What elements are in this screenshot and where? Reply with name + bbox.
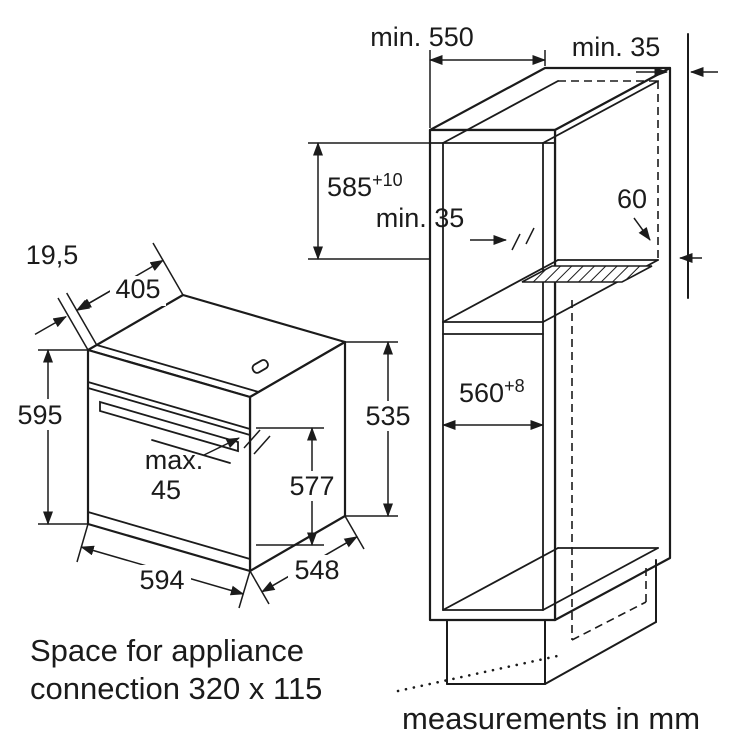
dim-label-top-depth: 405 (115, 274, 160, 304)
dim-vent-gap: min. 35 (376, 203, 535, 251)
extension-line (66, 292, 98, 346)
label-underlay (12, 399, 68, 430)
dim-niche-height: 585+10 (308, 142, 430, 260)
dim-arrow (633, 217, 651, 241)
dim-label-vent-depth: 60 (617, 184, 647, 214)
dim-label-depth: 548 (294, 555, 339, 585)
dim-label-min-depth: min. 550 (370, 22, 474, 52)
leader-dotted-line (396, 653, 564, 693)
label-underlay (288, 555, 346, 585)
dim-oven-depth: 548 (249, 515, 365, 605)
dim-label-body-height: 535 (365, 401, 410, 431)
handle-shadow-line (151, 439, 231, 464)
note-connection: Space for appliance connection 320 x 115 (30, 633, 564, 706)
dim-wall-gap: min. 35 (572, 32, 718, 263)
dim-label-handle-max-2: 45 (151, 475, 181, 505)
cabinet-interior-edges (429, 80, 659, 611)
note-units: measurements in mm (402, 701, 700, 736)
dim-label-width: 594 (139, 565, 184, 595)
dim-niche-width: 560+8 (442, 376, 544, 430)
label-underlay (284, 471, 340, 501)
dim-vent-depth: 60 (617, 184, 651, 241)
extension-line (344, 515, 365, 550)
dim-label-handle-max-1: max. (145, 445, 204, 475)
control-panel-line (87, 387, 251, 436)
cabinet-front-face (428, 128, 557, 622)
extension-line (57, 297, 89, 351)
extension-tick (511, 233, 521, 251)
dim-handle-max: max. 45 (145, 429, 271, 505)
dim-label-niche-height: 585+10 (327, 170, 403, 202)
dim-arrow (34, 315, 67, 336)
extension-line (249, 570, 270, 605)
note-connection-line1: Space for appliance (30, 633, 304, 668)
dim-oven-width: 594 (76, 523, 251, 609)
oven-details (87, 344, 269, 560)
dim-oven-height: 595 (12, 349, 88, 525)
dim-oven-body-height: 535 (345, 341, 416, 517)
cabinet-drawing (428, 33, 689, 685)
dim-label-niche-width: 560+8 (459, 376, 525, 408)
dim-arrow (203, 437, 240, 456)
control-panel-line (87, 381, 251, 430)
dim-oven-door-height: 577 (256, 427, 340, 546)
label-underlay (360, 401, 416, 431)
extension-line (238, 570, 251, 609)
side-vent-detail (251, 359, 269, 374)
cabinet-plinth (446, 559, 657, 685)
extension-tick (525, 227, 535, 245)
label-underlay (134, 565, 191, 595)
hidden-edge (571, 601, 647, 641)
dim-label-front-height: 595 (17, 400, 62, 430)
top-panel-edge (95, 344, 260, 393)
label-underlay (110, 276, 166, 306)
note-connection-line2: connection 320 x 115 (30, 671, 322, 706)
oven-drawing (86, 293, 347, 573)
extension-line (152, 242, 184, 296)
extension-tick (243, 429, 261, 449)
cabinet-hidden-edges (558, 80, 659, 641)
door-handle (99, 400, 239, 453)
dim-oven-top-depth: 405 (75, 242, 184, 312)
dim-label-door-height: 577 (289, 471, 334, 501)
dim-cabinet-depth: min. 550 (370, 22, 546, 128)
dim-label-vent-gap: min. 35 (376, 203, 465, 233)
dim-label-wall-gap: min. 35 (572, 32, 661, 62)
dim-label-panel-offset: 19,5 (26, 240, 79, 270)
dim-oven-panel-offset: 19,5 (26, 240, 110, 351)
extension-tick (253, 435, 271, 455)
vent-cutout-hatch (521, 265, 653, 283)
extension-line (76, 523, 89, 563)
